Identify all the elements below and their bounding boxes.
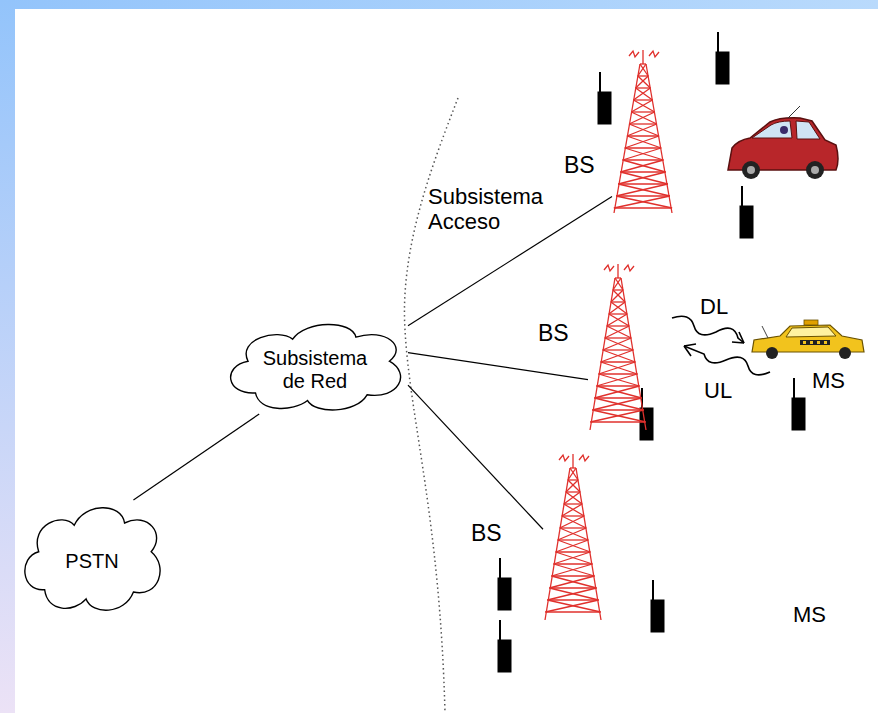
side-bar [0,0,15,713]
station-label: BS [471,520,502,547]
link-line [408,353,588,380]
station-label: BS [538,320,569,347]
radio-links [672,316,770,375]
base-station: BS [612,48,674,213]
diagram-label: MS [793,602,826,627]
cloud-label: Subsistema de Red [252,347,378,393]
link-line [408,385,543,529]
network-cloud: Subsistema de Red [222,318,408,414]
tower-icon [543,452,603,620]
diagram-label: Subsistema Acceso [428,184,528,235]
tower-icon [588,262,648,430]
top-bar [0,0,878,9]
diagram-label: DL [700,294,728,319]
base-station: BS [588,262,648,430]
diagram-label: MS [812,368,845,393]
network-cloud: PSTN [18,500,166,615]
diagram-label: UL [704,378,732,403]
red-car [728,106,838,179]
cloud-label: PSTN [48,550,136,573]
tower-icon [612,48,674,213]
taxi-car [752,320,864,359]
station-label: BS [564,152,595,179]
link-line [133,414,259,500]
base-station: BS [543,452,603,620]
